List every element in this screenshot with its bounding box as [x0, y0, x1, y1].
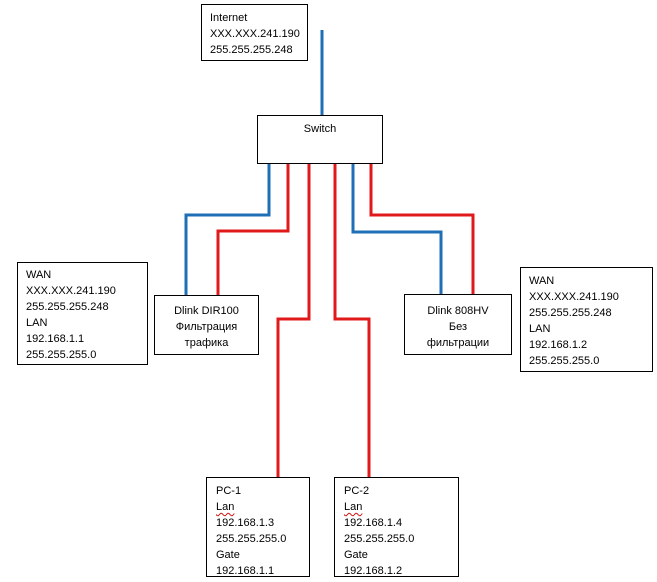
router-right-config-box: WAN XXX.XXX.241.190 255.255.255.248 LAN … [520, 267, 653, 372]
internet-box: Internet XXX.XXX.241.190 255.255.255.248 [201, 4, 308, 61]
pc2-box: PC-2 Lan 192.168.1.4 255.255.255.0 Gate … [334, 477, 459, 577]
internet-title: Internet [210, 12, 248, 24]
pc-gate-label: Gate [216, 549, 240, 561]
pc-ip: 192.168.1.4 [344, 517, 403, 529]
internet-mask: 255.255.255.248 [210, 44, 293, 56]
router-dir808-box: Dlink 808HV Без фильтрации [404, 294, 512, 355]
lan-label-text: Lan [216, 501, 235, 513]
pc-gate: 192.168.1.1 [216, 565, 275, 577]
cable-switch-dir808-wan [351, 164, 443, 294]
pc-ip: 192.168.1.3 [216, 517, 275, 529]
pc-gate-label: Gate [344, 549, 368, 561]
switch-label: Switch [303, 123, 337, 135]
wan-label: WAN [529, 275, 555, 287]
wan-label: WAN [26, 269, 52, 281]
router-left-config-box: WAN XXX.XXX.241.190 255.255.255.248 LAN … [17, 262, 148, 365]
lan-mask: 255.255.255.0 [26, 349, 97, 361]
lan-mask: 255.255.255.0 [529, 355, 600, 367]
wan-ip: XXX.XXX.241.190 [529, 291, 619, 303]
pc-mask: 255.255.255.0 [216, 533, 287, 545]
router-desc-line1: Без [448, 321, 468, 333]
wan-mask: 255.255.255.248 [26, 301, 109, 313]
router-desc-line2: фильтрации [426, 337, 490, 349]
lan-label: LAN [26, 317, 48, 329]
lan-ip: 192.168.1.1 [26, 333, 85, 345]
lan-label: LAN [529, 323, 551, 335]
pc-name: PC-2 [344, 485, 370, 497]
switch-box: Switch [257, 115, 383, 164]
cable-switch-pc1 [276, 164, 311, 477]
wan-mask: 255.255.255.248 [529, 307, 612, 319]
cable-switch-dir100-lan [216, 164, 290, 295]
router-name: Dlink 808HV [427, 305, 489, 317]
wan-ip: XXX.XXX.241.190 [26, 285, 116, 297]
router-dir100-box: Dlink DIR100 Фильтрация трафика [154, 295, 259, 355]
pc-lan-label: Lan [216, 499, 309, 515]
pc-gate: 192.168.1.2 [344, 565, 403, 577]
internet-ip: XXX.XXX.241.190 [210, 28, 300, 40]
router-desc-line1: Фильтрация [175, 321, 238, 333]
lan-ip: 192.168.1.2 [529, 339, 588, 351]
pc-lan-label: Lan [344, 499, 458, 515]
cable-switch-pc2 [333, 164, 371, 477]
lan-label-text: Lan [344, 501, 363, 513]
pc1-box: PC-1 Lan 192.168.1.3 255.255.255.0 Gate … [206, 477, 310, 577]
cable-switch-dir808-lan [369, 164, 475, 294]
pc-name: PC-1 [216, 485, 242, 497]
pc-mask: 255.255.255.0 [344, 533, 415, 545]
cable-switch-dir100-wan [184, 164, 271, 295]
router-desc-line2: трафика [184, 337, 229, 349]
router-name: Dlink DIR100 [174, 305, 239, 317]
